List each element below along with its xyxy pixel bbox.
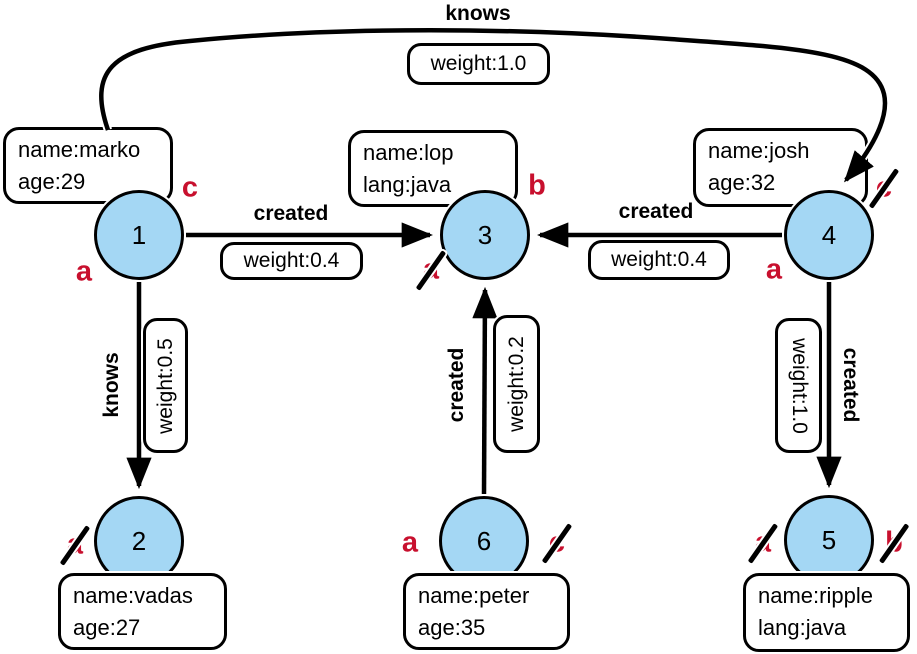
- node-id: 3: [477, 219, 493, 250]
- props-node-5: name:ripple lang:java: [743, 573, 910, 652]
- edge-label-created-1-3: created: [253, 202, 329, 225]
- mark-letter: a: [75, 255, 93, 288]
- node-5: 5: [784, 495, 874, 585]
- mark-a-node-1: a: [75, 255, 93, 288]
- prop-line: name:josh: [708, 138, 810, 163]
- node-id: 4: [821, 219, 837, 250]
- edge-weight-4-5: weight:1.0: [775, 318, 822, 453]
- prop-line: name:peter: [418, 583, 530, 608]
- edge-weight-4-3: weight:0.4: [588, 240, 730, 280]
- weight-text: weight:1.0: [430, 52, 527, 75]
- mark-a-node-5: a: [744, 519, 782, 567]
- prop-line: name:ripple: [758, 583, 873, 608]
- props-node-3: name:lop lang:java: [348, 130, 518, 207]
- mark-c-node-4: c: [865, 164, 903, 212]
- node-6: 6: [439, 496, 529, 586]
- weight-text: weight:0.4: [611, 248, 707, 271]
- node-3: 3: [440, 190, 530, 280]
- prop-line: lang:java: [363, 172, 452, 197]
- prop-line: age:35: [418, 615, 486, 640]
- props-node-2: name:vadas age:27: [58, 573, 227, 650]
- node-4: 4: [784, 190, 874, 280]
- weight-text: weight:0.5: [153, 337, 177, 434]
- edge-label-created-4-3: created: [618, 200, 694, 223]
- mark-b-node-3: b: [528, 169, 546, 202]
- props-node-4: name:josh age:32: [693, 128, 868, 207]
- edge-label-created-6-3: created: [445, 347, 468, 423]
- mark-letter: a: [765, 253, 783, 286]
- mark-a-node-2: a: [56, 521, 94, 569]
- mark-b-node-5: b: [875, 519, 913, 567]
- mark-c-node-1: c: [181, 171, 199, 204]
- node-id: 2: [131, 525, 147, 556]
- prop-line: age:32: [708, 170, 776, 195]
- edge-weight-1-3: weight:0.4: [220, 242, 363, 280]
- prop-line: name:marko: [18, 137, 141, 162]
- edge-knows-1-4: [97, 26, 890, 183]
- mark-letter: b: [528, 169, 546, 202]
- mark-a-node-4: a: [765, 253, 783, 286]
- edge-weight-1-2: weight:0.5: [143, 318, 188, 453]
- prop-line: age:29: [18, 169, 86, 194]
- prop-line: lang:java: [758, 615, 847, 640]
- node-id: 1: [131, 219, 147, 250]
- props-node-6: name:peter age:35: [403, 573, 570, 650]
- weight-text: weight:0.4: [243, 249, 340, 272]
- edge-label-knows-1-4: knows: [445, 2, 511, 25]
- prop-line: age:27: [73, 615, 141, 640]
- node-id: 5: [821, 524, 837, 555]
- edge-label-knows-1-2: knows: [100, 352, 123, 418]
- mark-letter: a: [401, 526, 419, 559]
- weight-text: weight:1.0: [787, 337, 811, 434]
- weight-text: weight:0.2: [504, 336, 528, 432]
- edge-weight-1-4: weight:1.0: [407, 43, 550, 85]
- mark-a-node-6: a: [401, 526, 419, 559]
- prop-line: name:vadas: [73, 583, 193, 608]
- edge-label-created-4-5: created: [839, 347, 862, 423]
- mark-c-node-6: c: [538, 519, 576, 567]
- prop-line: name:lop: [363, 140, 454, 165]
- edge-weight-6-3: weight:0.2: [493, 315, 540, 453]
- mark-a-node-3: a: [412, 246, 450, 294]
- edge-created-6-3: [472, 286, 498, 495]
- node-id: 6: [476, 525, 492, 556]
- node-1: 1: [94, 190, 184, 280]
- mark-letter: c: [181, 171, 199, 204]
